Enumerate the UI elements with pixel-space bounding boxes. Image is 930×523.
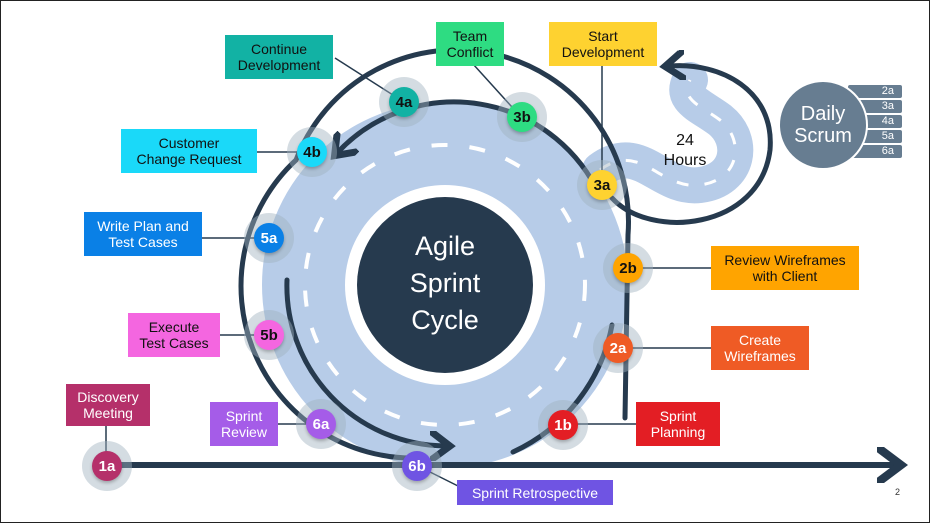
- label-continue-development: Continue Development: [225, 35, 333, 79]
- page-number: 2: [895, 487, 901, 497]
- label-write-plan: Write Plan and Test Cases: [84, 212, 202, 256]
- step-badge-6a: 6a: [306, 409, 336, 439]
- inner-arc-top: [338, 99, 603, 199]
- label-sprint-planning: Sprint Planning: [636, 402, 720, 446]
- outer-arc: [238, 47, 631, 461]
- step-badge-2a: 2a: [603, 333, 633, 363]
- center-circle: [357, 197, 533, 373]
- label-start-development: Start Development: [549, 22, 657, 66]
- label-review-wireframes: Review Wireframes with Client: [711, 246, 859, 290]
- center-title: Agile Sprint Cycle: [409, 231, 481, 335]
- label-discovery-meeting: Discovery Meeting: [66, 384, 150, 426]
- label-team-conflict: Team Conflict: [436, 22, 504, 66]
- step-badge-4b: 4b: [297, 137, 327, 167]
- step-badge-1b: 1b: [548, 410, 578, 440]
- step-badge-6b: 6b: [402, 451, 432, 481]
- step-badge-5a: 5a: [254, 223, 284, 253]
- step-badge-3b: 3b: [507, 102, 537, 132]
- loop-road: [582, 62, 754, 204]
- label-sprint-review: Sprint Review: [210, 402, 278, 446]
- label-create-wireframes: Create Wireframes: [711, 326, 809, 370]
- step-badge-2b: 2b: [613, 253, 643, 283]
- step-badge-5b: 5b: [254, 320, 284, 350]
- loop-arrow: [609, 66, 773, 225]
- scrum-item: 2a: [848, 85, 902, 98]
- step-badge-3a: 3a: [587, 170, 617, 200]
- step-badge-4a: 4a: [389, 87, 419, 117]
- inner-arc-left: [284, 277, 445, 446]
- road-dashes: [303, 143, 587, 427]
- label-customer-change-request: Customer Change Request: [121, 129, 257, 173]
- daily-scrum-circle: Daily Scrum: [778, 80, 868, 170]
- label-sprint-retrospective: Sprint Retrospective: [457, 480, 613, 505]
- step-badge-1a: 1a: [92, 451, 122, 481]
- loop-duration-label: 24 Hours: [663, 132, 707, 169]
- label-execute-test-cases: Execute Test Cases: [128, 313, 220, 357]
